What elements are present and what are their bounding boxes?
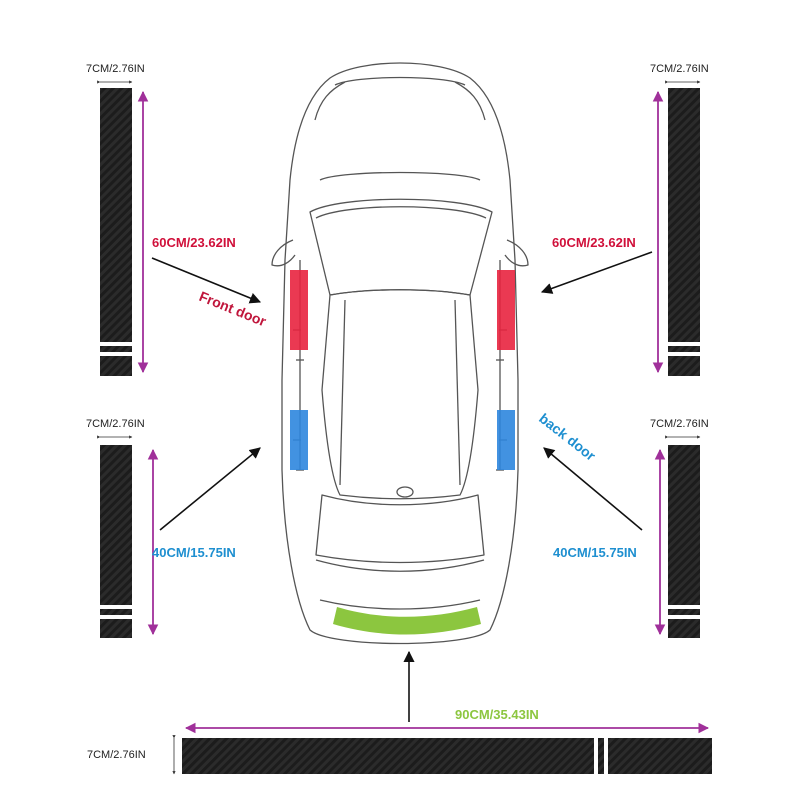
width-label-mid-left: 7CM/2.76IN — [86, 418, 145, 430]
width-label-bottom: 7CM/2.76IN — [87, 749, 146, 761]
strip-front-left — [100, 88, 132, 376]
strip-back-left — [100, 445, 132, 638]
width-label-top-left: 7CM/2.76IN — [86, 63, 145, 75]
back-length-label-left: 40CM/15.75IN — [152, 545, 236, 560]
pointer-arrow-back-left — [159, 447, 261, 531]
pointer-arrow-front-left — [151, 257, 262, 304]
width-label-mid-right: 7CM/2.76IN — [650, 418, 709, 430]
front-right-sill-marker — [497, 270, 515, 350]
rear-length-label: 90CM/35.43IN — [455, 707, 539, 722]
rear-bumper-marker — [333, 607, 481, 635]
front-length-label-left: 60CM/23.62IN — [152, 235, 236, 250]
front-length-label-right: 60CM/23.62IN — [552, 235, 636, 250]
pointer-arrow-front-right — [540, 251, 653, 294]
strip-rear — [182, 738, 712, 774]
back-right-sill-marker — [497, 410, 515, 470]
strip-front-right — [668, 88, 700, 376]
width-label-top-right: 7CM/2.76IN — [650, 63, 709, 75]
back-length-label-right: 40CM/15.75IN — [553, 545, 637, 560]
back-left-sill-marker — [290, 410, 308, 470]
car-outline — [271, 62, 529, 645]
front-left-sill-marker — [290, 270, 308, 350]
pointer-arrow-back-right — [543, 447, 643, 531]
strip-back-right — [668, 445, 700, 638]
